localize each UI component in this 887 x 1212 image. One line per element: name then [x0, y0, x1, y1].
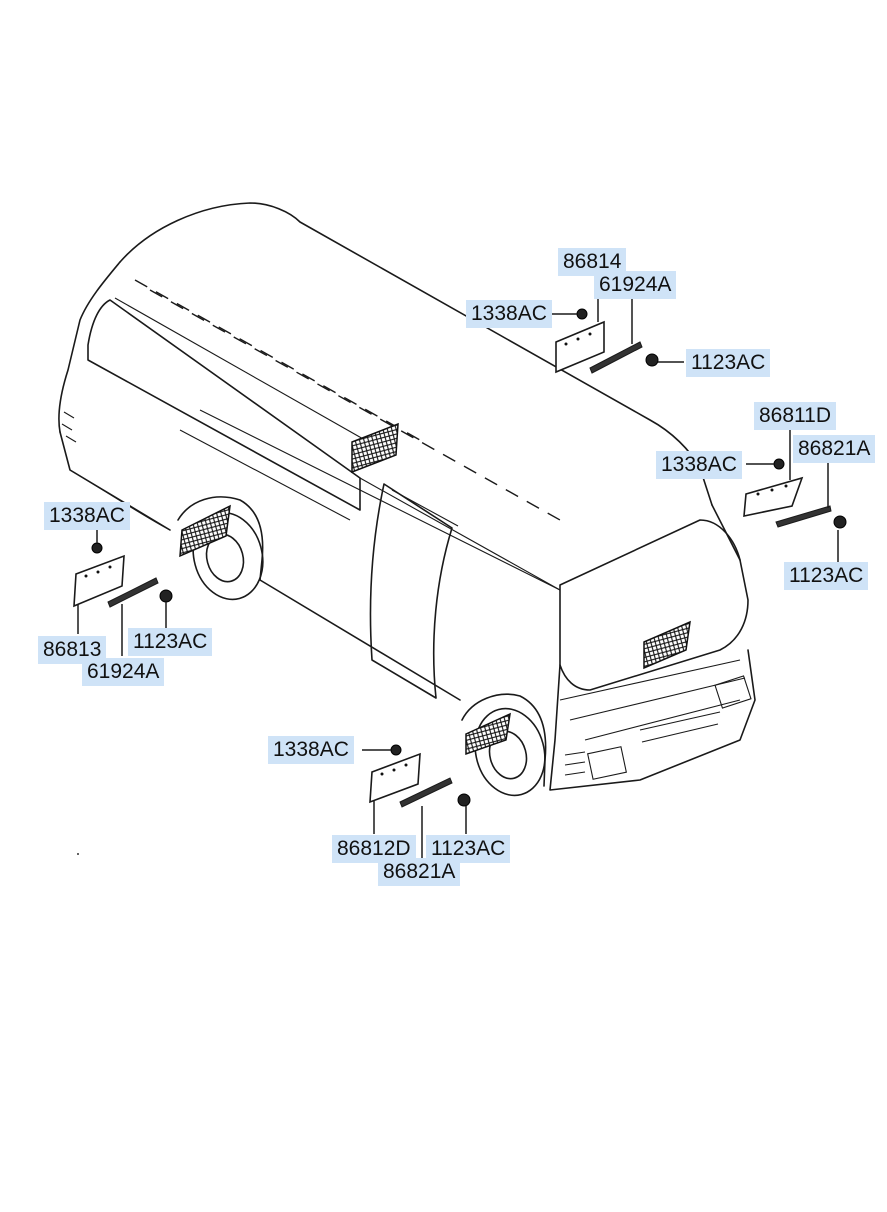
part-group-lr: [73, 530, 173, 656]
label-86812D[interactable]: 86812D: [332, 835, 416, 863]
installed-guard-front: [643, 620, 691, 670]
installed-guard-lr: [179, 504, 231, 558]
bolt-1123AC-lr: [159, 589, 173, 603]
part-group-lf: [362, 744, 471, 858]
mud-guard-86814: [555, 320, 605, 374]
bracket-61924A-lr: [107, 577, 159, 608]
part-group-rr: [552, 272, 684, 374]
label-1123AC-rr[interactable]: 1123AC: [686, 349, 771, 377]
bracket-86821A-lf: [399, 777, 453, 808]
label-1123AC-rf[interactable]: 1123AC: [784, 562, 869, 590]
nut-1338AC-lf: [390, 744, 402, 756]
mud-guard-86813: [73, 554, 125, 608]
nut-1338AC-lr: [91, 542, 103, 554]
label-61924A-rr[interactable]: 61924A: [594, 271, 677, 299]
bracket-86821A: [775, 505, 832, 528]
installed-guard-roof: [351, 422, 399, 474]
label-1338AC-lr[interactable]: 1338AC: [44, 502, 130, 530]
bolt-1123AC-rf: [833, 515, 847, 529]
bolt-1123AC-lf: [457, 793, 471, 807]
installed-guard-lf: [465, 712, 511, 756]
label-86821A-rf[interactable]: 86821A: [793, 435, 876, 463]
mud-guard-86812D: [369, 752, 421, 804]
label-86811D[interactable]: 86811D: [754, 402, 837, 430]
nut-1338AC-rf: [773, 458, 785, 470]
van-body: [58, 202, 756, 797]
label-1338AC-rf[interactable]: 1338AC: [656, 451, 742, 479]
label-1123AC-lr[interactable]: 1123AC: [128, 628, 213, 656]
label-1338AC-lf[interactable]: 1338AC: [268, 736, 354, 764]
part-group-rf: [743, 428, 847, 562]
nut-1338AC: [576, 308, 588, 320]
bolt-1123AC: [645, 353, 659, 367]
label-61924A-lr[interactable]: 61924A: [82, 658, 165, 686]
bracket-61924A: [589, 341, 643, 374]
label-1338AC-rr[interactable]: 1338AC: [466, 300, 552, 328]
mud-guard-86811D: [743, 476, 804, 518]
label-86821A-lf[interactable]: 86821A: [378, 858, 461, 886]
